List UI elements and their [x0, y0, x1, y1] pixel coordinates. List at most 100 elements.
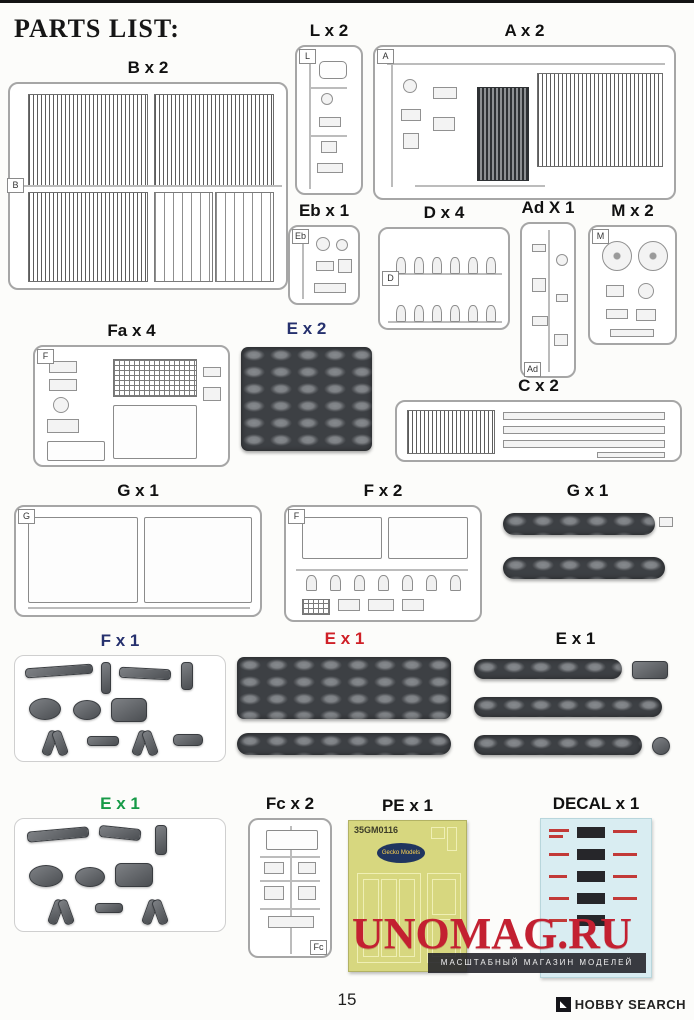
bar-part — [87, 736, 119, 746]
sprue-l-illustration: L — [295, 45, 363, 195]
small-part — [556, 294, 568, 302]
sprue-label: F x 1 — [100, 631, 140, 650]
small-part — [53, 397, 69, 413]
sprue-ad-illustration: Ad — [520, 222, 576, 378]
panel-render-e1-green: E x 1 — [14, 794, 226, 932]
pe-etched-part — [431, 827, 445, 839]
sprue-runner — [309, 135, 347, 137]
small-dark-part — [632, 661, 668, 679]
decal-marking — [577, 893, 605, 904]
peg-part — [402, 575, 413, 591]
panel-sprue-b: B x 2 B — [7, 58, 288, 290]
photo-etch-sheet: 35GM0116 Gecko Models — [348, 820, 467, 972]
sprue-d-illustration: D — [378, 227, 510, 330]
panel-sprue-l: L x 2 L — [295, 21, 363, 195]
sprue-label: F x 2 — [363, 481, 403, 500]
sprue-runner — [415, 185, 545, 187]
rifle-part — [98, 824, 142, 842]
mesh-grille-part — [302, 599, 330, 615]
sprue-runner — [309, 55, 311, 189]
small-part — [321, 93, 333, 105]
decal-marking — [577, 915, 605, 926]
sprue-label: Ad X 1 — [521, 198, 575, 217]
small-part — [317, 163, 343, 173]
sandbag-wall-render — [233, 653, 456, 768]
rifle-part — [24, 663, 94, 679]
strip-part — [503, 426, 665, 434]
small-part — [532, 278, 546, 292]
decal-marking — [549, 897, 569, 900]
small-part — [638, 283, 654, 299]
helmet-part — [73, 700, 101, 720]
peg-part — [426, 575, 437, 591]
tool-part — [155, 825, 167, 855]
strip-part — [503, 412, 665, 420]
sandbag-strip — [474, 659, 622, 679]
pe-etched-part — [381, 879, 397, 957]
watermark-subtext: МАСШТАБНЫЙ МАГАЗИН МОДЕЛЕЙ — [428, 953, 646, 973]
small-part — [203, 367, 221, 377]
sprue-letter-tag: L — [299, 49, 316, 64]
sprue-label: B x 2 — [127, 58, 169, 77]
sprue-label: L x 2 — [309, 21, 349, 40]
sandbag-strip — [503, 513, 655, 535]
sprue-label: M x 2 — [611, 201, 654, 220]
sprue-f-illustration: F — [284, 505, 482, 622]
small-part — [401, 109, 421, 121]
small-part — [319, 61, 347, 79]
sprue-runner — [387, 63, 665, 65]
frame-part — [215, 192, 274, 282]
mesh-grille-part — [113, 359, 197, 397]
sprue-label: Fa x 4 — [107, 321, 156, 340]
panel-sprue-eb: Eb x 1 Eb — [288, 201, 360, 305]
sprue-eb-illustration: Eb — [288, 225, 360, 305]
sprue-m-illustration: M — [588, 225, 677, 345]
decal-marking — [613, 897, 637, 900]
peg-part — [450, 575, 461, 591]
sandbag-strip — [474, 735, 642, 755]
sprue-runner — [296, 569, 468, 571]
frame-part — [154, 192, 213, 282]
sandbag-strip — [503, 557, 665, 579]
louver-panel-part — [154, 94, 274, 186]
panel-sprue-a: A x 2 A — [373, 21, 676, 200]
bar-part — [95, 903, 123, 913]
strip-part — [597, 452, 665, 458]
helmet-part — [29, 698, 61, 720]
sprue-a-illustration: A — [373, 45, 676, 200]
small-part — [47, 419, 79, 433]
panel-part — [113, 405, 197, 459]
sprue-letter-tag: Eb — [292, 229, 309, 244]
sprue-label: Fc x 2 — [265, 794, 315, 813]
sandbag-strip-render — [470, 653, 681, 766]
sprue-runner — [388, 321, 502, 323]
panel-render-e1-black: E x 1 — [470, 629, 681, 766]
sprue-runner — [391, 57, 393, 187]
panel-sprue-f2: F x 2 F — [284, 481, 482, 622]
hobbysearch-logo: HOBBY SEARCH — [555, 997, 686, 1012]
decal-marking — [577, 871, 605, 882]
sprue-label: G x 1 — [117, 481, 159, 500]
sprue-runner — [302, 233, 304, 299]
watermark-text: UNOMAG.RU — [352, 909, 632, 958]
tarp-panel-part — [28, 517, 138, 603]
tool-part — [181, 662, 193, 690]
peg-part — [450, 305, 460, 322]
pe-part-number: 35GM0116 — [354, 825, 399, 835]
small-part — [298, 886, 316, 900]
peg-part — [306, 575, 317, 591]
sprue-letter-tag: M — [592, 229, 609, 244]
sprue-fc-illustration: Fc — [248, 818, 332, 958]
panel-decal-sheet: DECAL x 1 — [540, 794, 652, 978]
decal-marking — [549, 835, 563, 838]
small-part — [556, 254, 568, 266]
panel-render-e1-red: E x 1 — [233, 629, 456, 768]
sprue-letter-tag: F — [37, 349, 54, 364]
sprue-letter-tag: B — [7, 178, 24, 193]
small-part — [403, 79, 417, 93]
sprue-runner — [290, 826, 292, 954]
accessory-parts-render — [14, 818, 226, 932]
wheel-part — [602, 241, 632, 271]
small-part — [314, 283, 346, 293]
